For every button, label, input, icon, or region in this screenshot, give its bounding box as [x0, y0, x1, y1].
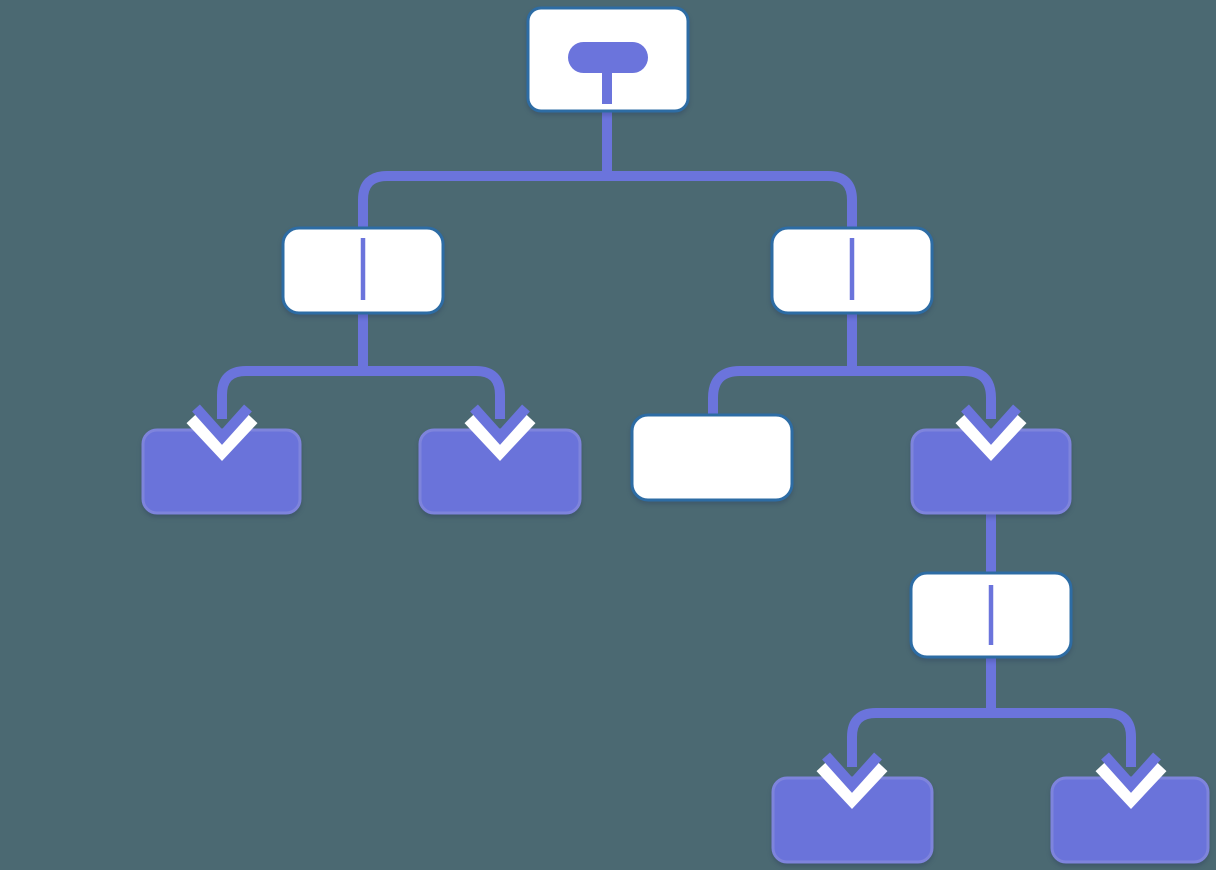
- chevron-white-icon: [955, 412, 1027, 461]
- arrowhead-layer: [186, 404, 1167, 809]
- edge-rail-root-to-branches: [358, 171, 857, 228]
- node-branch-bottom[interactable]: [909, 571, 1073, 659]
- edge-rail-left-branch: [217, 366, 505, 419]
- chevron-white-icon: [186, 412, 258, 461]
- chevron-purple-icon: [1101, 752, 1161, 793]
- edge-rail-bottom-branch: [847, 708, 1136, 767]
- node-card-right[interactable]: [630, 413, 794, 502]
- double-chevron-arrow-leaf-left-1: [186, 404, 258, 461]
- chevron-purple-icon: [470, 404, 530, 445]
- edge-rail-right-branch: [708, 366, 996, 419]
- chevron-white-icon: [464, 412, 536, 461]
- double-chevron-arrow-leaf-bottom-2: [1095, 752, 1167, 809]
- edge-layer: [217, 111, 1136, 767]
- card-right-card[interactable]: [630, 413, 794, 502]
- double-chevron-arrow-leaf-bottom-1: [816, 752, 888, 809]
- chevron-white-icon: [1095, 760, 1167, 809]
- node-branch-left[interactable]: [281, 226, 445, 315]
- double-chevron-arrow-leaf-right: [955, 404, 1027, 461]
- chevron-purple-icon: [961, 404, 1021, 445]
- chevron-white-icon: [816, 760, 888, 809]
- double-chevron-arrow-leaf-left-2: [464, 404, 536, 461]
- root-pill-placeholder: [568, 42, 648, 73]
- node-layer: [141, 6, 1210, 864]
- root-pill-stem: [602, 70, 612, 104]
- node-branch-right[interactable]: [770, 226, 934, 315]
- chevron-purple-icon: [192, 404, 252, 445]
- node-root[interactable]: [526, 6, 690, 113]
- chevron-purple-icon: [822, 752, 882, 793]
